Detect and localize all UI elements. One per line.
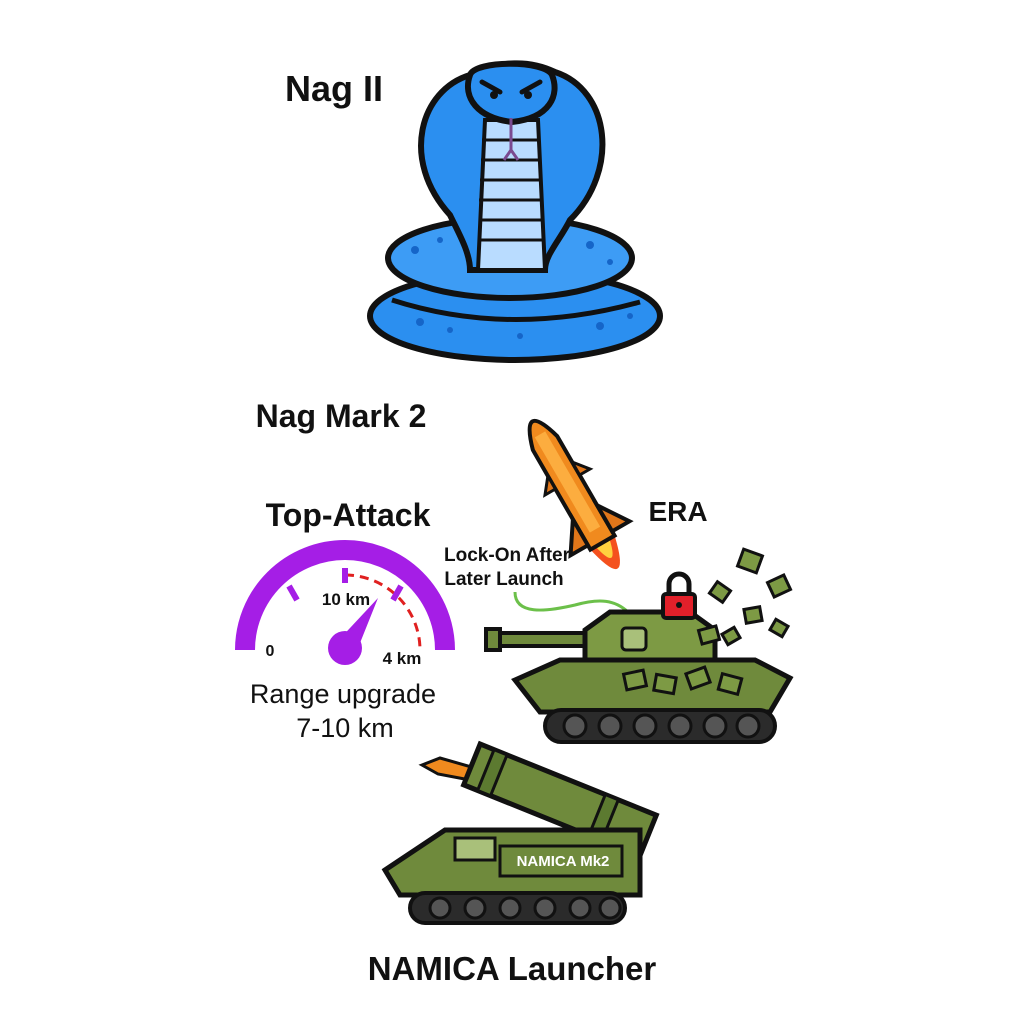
gauge-max-label: 4 km bbox=[383, 649, 422, 668]
tank-icon bbox=[484, 609, 794, 744]
missile-icon bbox=[527, 418, 634, 569]
gauge-min-label: 0 bbox=[266, 643, 275, 660]
launcher-vehicle-icon bbox=[381, 740, 660, 925]
namica-launcher-title: NAMICA Launcher bbox=[368, 950, 657, 987]
nag-mark-2-title: Nag Mark 2 bbox=[256, 398, 427, 434]
range-upgrade-line-2: 7-10 km bbox=[296, 713, 394, 743]
cobra-icon bbox=[367, 60, 663, 363]
nag-ii-title: Nag II bbox=[285, 68, 383, 109]
gauge-mid-label: 10 km bbox=[322, 590, 370, 609]
era-label: ERA bbox=[648, 496, 707, 527]
lock-on-label-line-1: Lock-On After bbox=[444, 545, 571, 566]
lock-icon bbox=[661, 571, 697, 620]
lock-on-path bbox=[513, 591, 630, 614]
launcher-plate-label: NAMICA Mk2 bbox=[517, 853, 610, 870]
top-attack-label: Top-Attack bbox=[266, 497, 431, 533]
range-upgrade-line-1: Range upgrade bbox=[250, 679, 436, 709]
range-gauge bbox=[235, 540, 455, 665]
era-debris bbox=[707, 547, 793, 647]
lock-on-label-line-2: Later Launch bbox=[444, 569, 563, 590]
